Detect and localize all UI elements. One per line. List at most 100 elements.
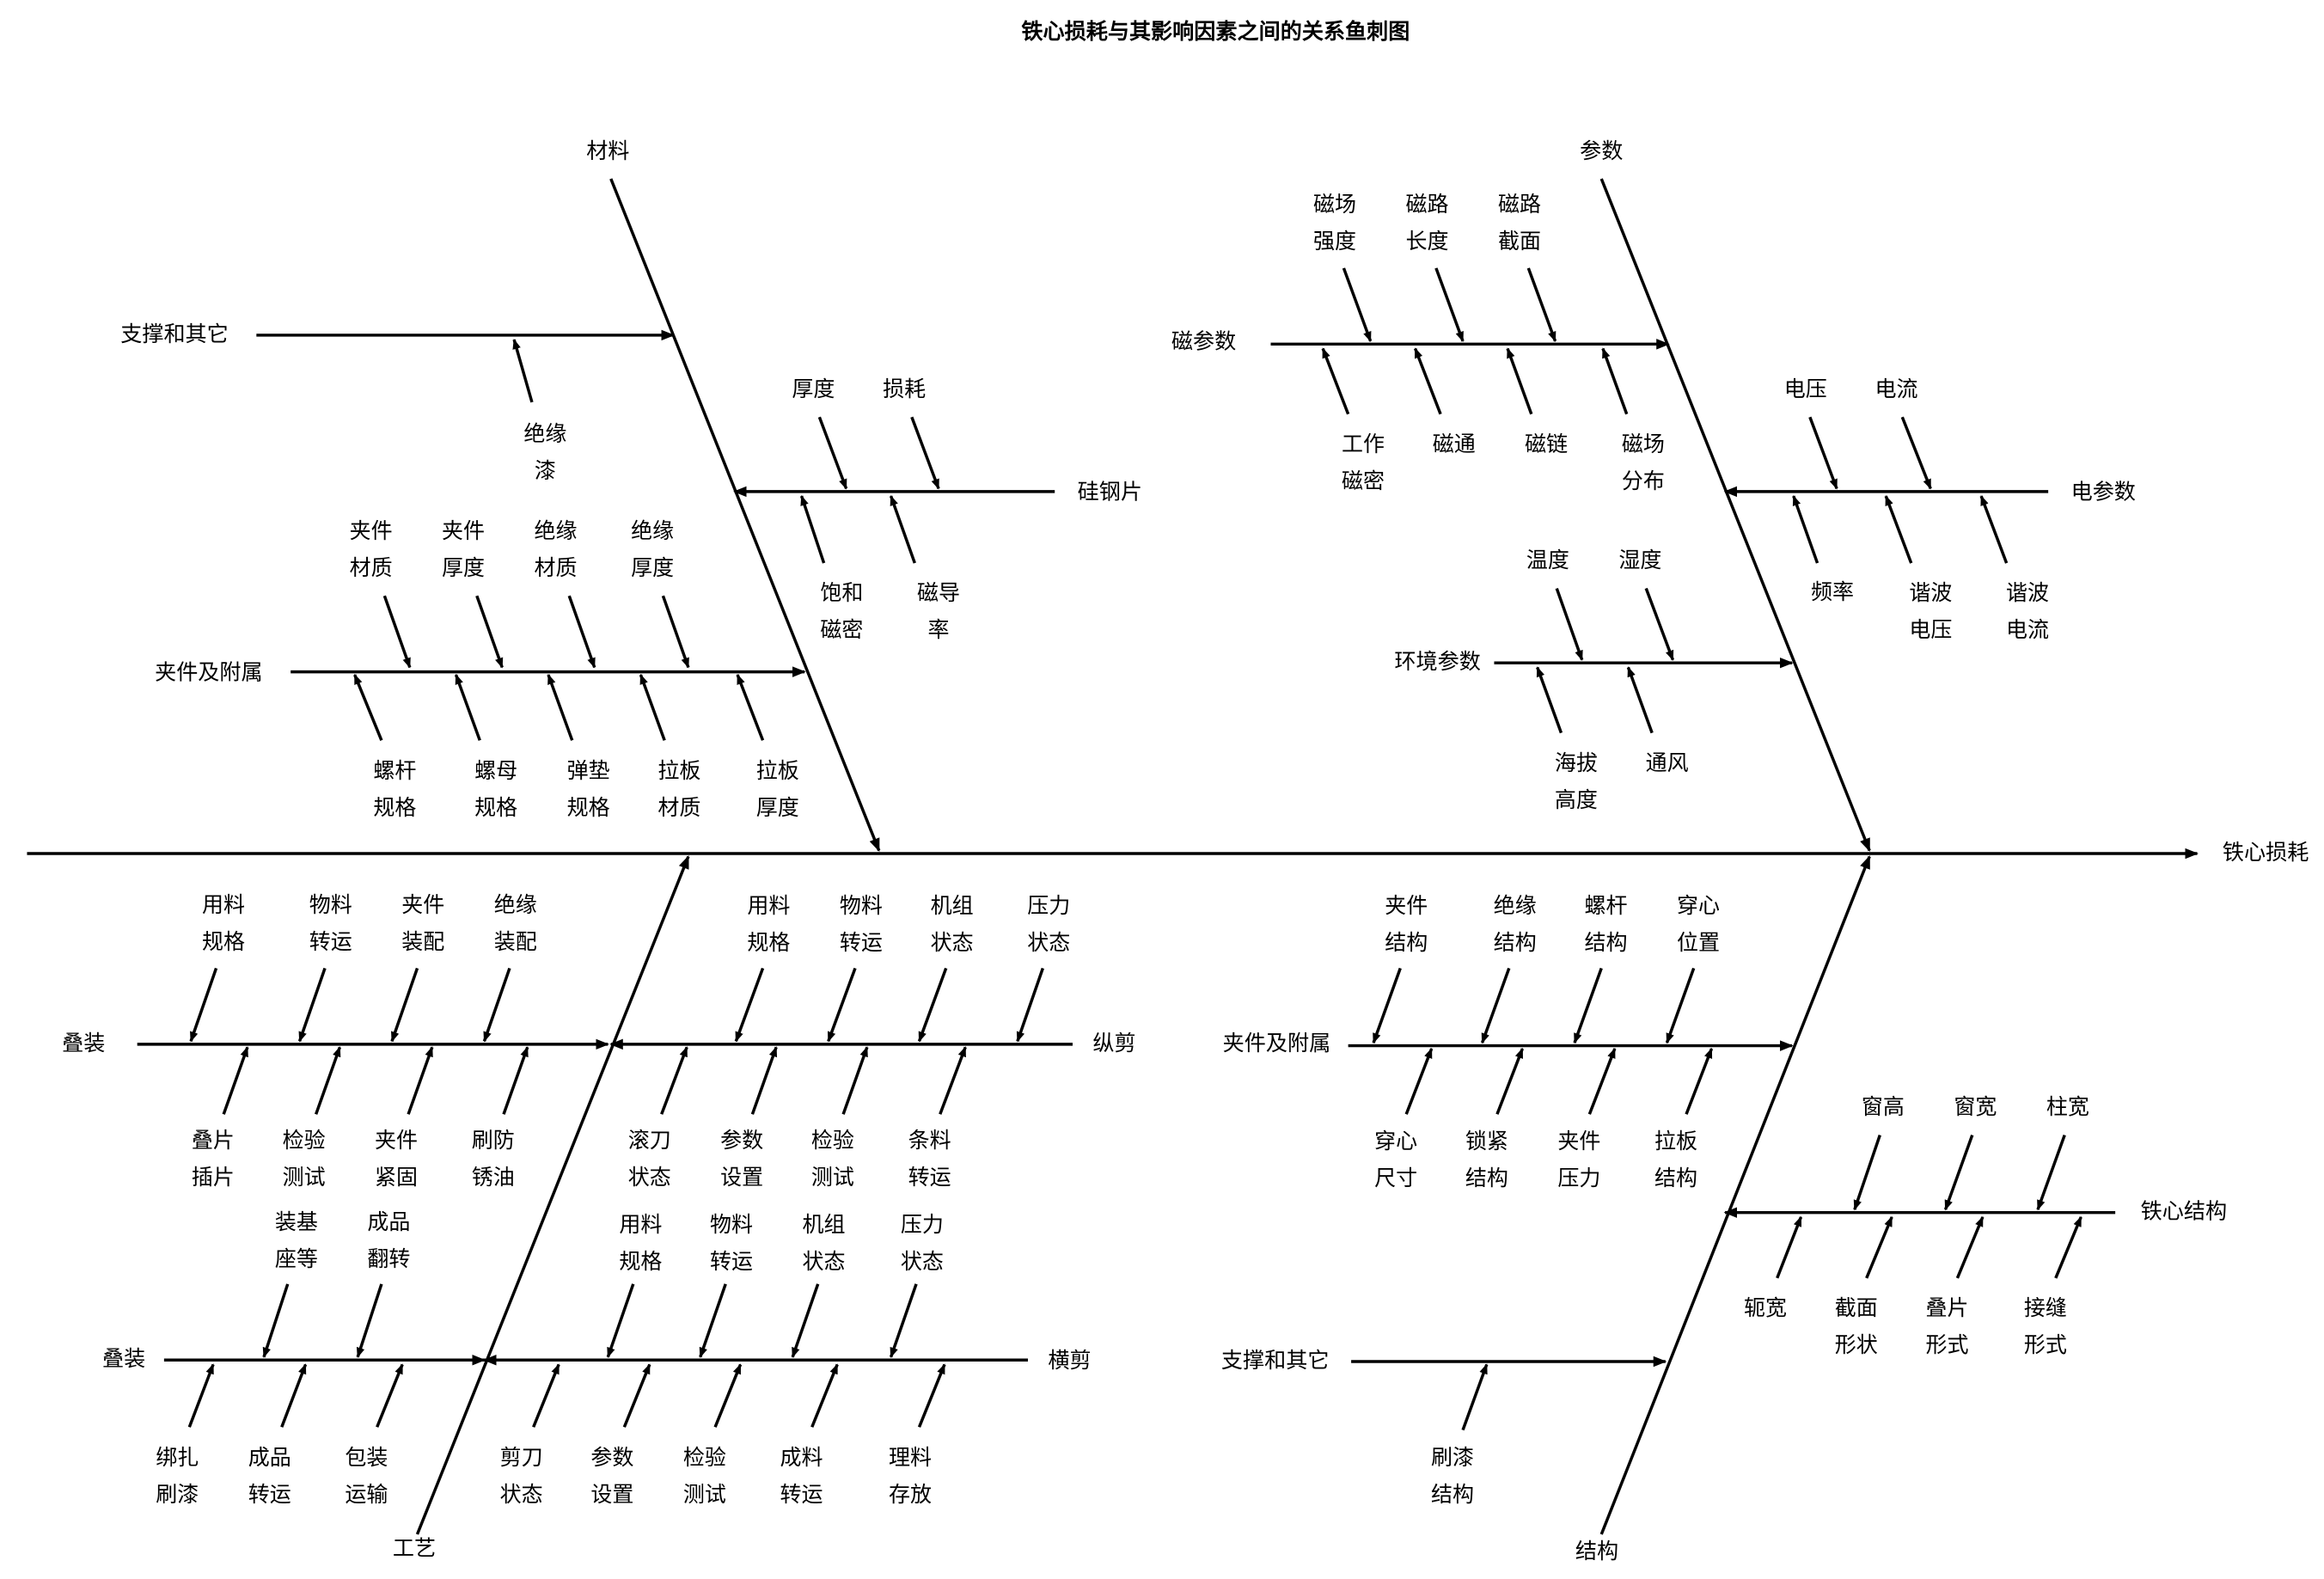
branch-label: 硅钢片 bbox=[1078, 480, 1142, 505]
cause-arrow bbox=[889, 1283, 918, 1358]
cause-arrow bbox=[910, 416, 940, 490]
cause-arrow bbox=[889, 494, 916, 564]
cause-arrow bbox=[1626, 666, 1654, 734]
cause-arrow bbox=[1943, 1134, 1974, 1211]
cause-label: 拉板厚度 bbox=[755, 757, 799, 820]
cause-arrow bbox=[1776, 1215, 1803, 1279]
cause-label: 刷防锈油 bbox=[471, 1127, 515, 1190]
cause-label: 工作磁密 bbox=[1341, 431, 1385, 494]
cause-label: 弹垫规格 bbox=[566, 757, 610, 820]
cause-label: 绑扎刷漆 bbox=[156, 1444, 199, 1507]
cause-label: 频率 bbox=[1810, 578, 1854, 604]
cause-arrow bbox=[791, 1283, 820, 1358]
cause-arrow bbox=[917, 1363, 946, 1428]
cause-label: 谐波电压 bbox=[1909, 580, 1953, 643]
cause-label: 物料转运 bbox=[710, 1212, 754, 1275]
cause-label: 磁导率 bbox=[916, 580, 960, 643]
cause-label: 电压 bbox=[1783, 376, 1827, 401]
cause-label: 柱宽 bbox=[2046, 1094, 2089, 1120]
cause-arrow bbox=[827, 967, 857, 1043]
cause-arrow bbox=[661, 595, 690, 669]
cause-label: 参数设置 bbox=[720, 1127, 764, 1190]
branch-label: 环境参数 bbox=[1394, 649, 1480, 674]
cause-label: 检验测试 bbox=[682, 1444, 726, 1507]
cause-label: 压力状态 bbox=[900, 1212, 944, 1275]
cause-arrow bbox=[799, 494, 826, 564]
cause-arrow bbox=[1955, 1215, 1985, 1279]
cause-arrow bbox=[917, 967, 948, 1043]
cause-label: 压力状态 bbox=[1027, 893, 1071, 956]
cause-arrow bbox=[297, 967, 327, 1043]
cause-label: 海拔高度 bbox=[1554, 750, 1598, 812]
cause-label: 用料规格 bbox=[201, 891, 245, 954]
cause-arrow bbox=[1853, 1135, 1881, 1211]
cause-arrow bbox=[475, 595, 504, 669]
cause-arrow bbox=[750, 1046, 778, 1115]
effect-label: 铁心损耗 bbox=[2223, 840, 2309, 865]
cause-label: 叠片形式 bbox=[1925, 1295, 1969, 1358]
branch-label: 铁心结构 bbox=[2141, 1199, 2227, 1224]
cause-label: 检验测试 bbox=[810, 1127, 854, 1190]
cause-label: 磁链 bbox=[1525, 431, 1569, 457]
cause-arrow bbox=[532, 1363, 560, 1428]
cause-arrow bbox=[1601, 347, 1629, 415]
branch-label: 叠装 bbox=[102, 1346, 145, 1371]
cause-arrow bbox=[376, 1363, 404, 1428]
cause-label: 绝缘材质 bbox=[534, 517, 578, 580]
cause-arrow bbox=[1587, 1047, 1617, 1115]
cause-label: 损耗 bbox=[883, 376, 927, 401]
cause-arrow bbox=[356, 1283, 383, 1358]
cause-label: 滚刀状态 bbox=[627, 1127, 671, 1190]
branch-label: 横剪 bbox=[1048, 1348, 1091, 1373]
cause-arrow bbox=[1573, 967, 1603, 1044]
branch-label: 支撑和其它 bbox=[1221, 1348, 1330, 1373]
cause-label: 夹件紧固 bbox=[375, 1127, 419, 1190]
cause-label: 绝缘结构 bbox=[1493, 893, 1537, 956]
cause-arrow bbox=[1900, 416, 1932, 490]
cause-label: 理料存放 bbox=[889, 1444, 933, 1507]
cause-arrow bbox=[1979, 494, 2009, 564]
cause-arrow bbox=[1792, 494, 1819, 564]
category-bone bbox=[1599, 855, 1871, 1535]
cause-arrow bbox=[1321, 347, 1350, 415]
cause-arrow bbox=[1808, 416, 1838, 490]
cause-label: 物料转运 bbox=[839, 893, 883, 956]
category-label: 材料 bbox=[586, 138, 629, 163]
cause-arrow bbox=[699, 1283, 727, 1358]
cause-arrow bbox=[841, 1046, 869, 1115]
cause-arrow bbox=[1526, 267, 1557, 343]
cause-label: 物料转运 bbox=[309, 891, 352, 954]
branch-label: 电参数 bbox=[2071, 480, 2136, 505]
cause-arrow bbox=[1884, 494, 1913, 564]
cause-label: 夹件材质 bbox=[349, 517, 393, 580]
cause-label: 接缝形式 bbox=[2023, 1295, 2067, 1358]
cause-label: 轭宽 bbox=[1743, 1295, 1787, 1321]
cause-arrow bbox=[1865, 1215, 1893, 1279]
cause-arrow bbox=[713, 1363, 743, 1428]
cause-label: 电流 bbox=[1874, 376, 1918, 401]
cause-arrow bbox=[454, 673, 481, 741]
cause-label: 装基座等 bbox=[274, 1209, 318, 1271]
cause-arrow bbox=[262, 1283, 290, 1358]
cause-arrow bbox=[1685, 1047, 1714, 1115]
branch-label: 磁参数 bbox=[1171, 329, 1236, 354]
cause-arrow bbox=[390, 967, 419, 1043]
cause-label: 成料转运 bbox=[780, 1444, 823, 1507]
cause-label: 夹件压力 bbox=[1557, 1129, 1601, 1191]
cause-label: 刷漆结构 bbox=[1430, 1444, 1474, 1507]
cause-label: 穿心尺寸 bbox=[1374, 1129, 1418, 1191]
cause-label: 夹件结构 bbox=[1385, 893, 1428, 956]
cause-label: 窗高 bbox=[1861, 1094, 1905, 1120]
cause-arrow bbox=[734, 967, 765, 1043]
cause-arrow bbox=[1342, 267, 1373, 343]
cause-arrow bbox=[606, 1283, 635, 1358]
branch-label: 夹件及附属 bbox=[155, 659, 263, 684]
cause-label: 截面形状 bbox=[1834, 1295, 1878, 1358]
cause-arrow bbox=[315, 1046, 342, 1115]
cause-arrow bbox=[660, 1046, 688, 1115]
cause-arrow bbox=[1644, 587, 1675, 661]
cause-arrow bbox=[639, 673, 666, 741]
diagram-title: 铁心损耗与其影响因素之间的关系鱼刺图 bbox=[1021, 19, 1410, 44]
category-label: 工艺 bbox=[393, 1535, 436, 1560]
